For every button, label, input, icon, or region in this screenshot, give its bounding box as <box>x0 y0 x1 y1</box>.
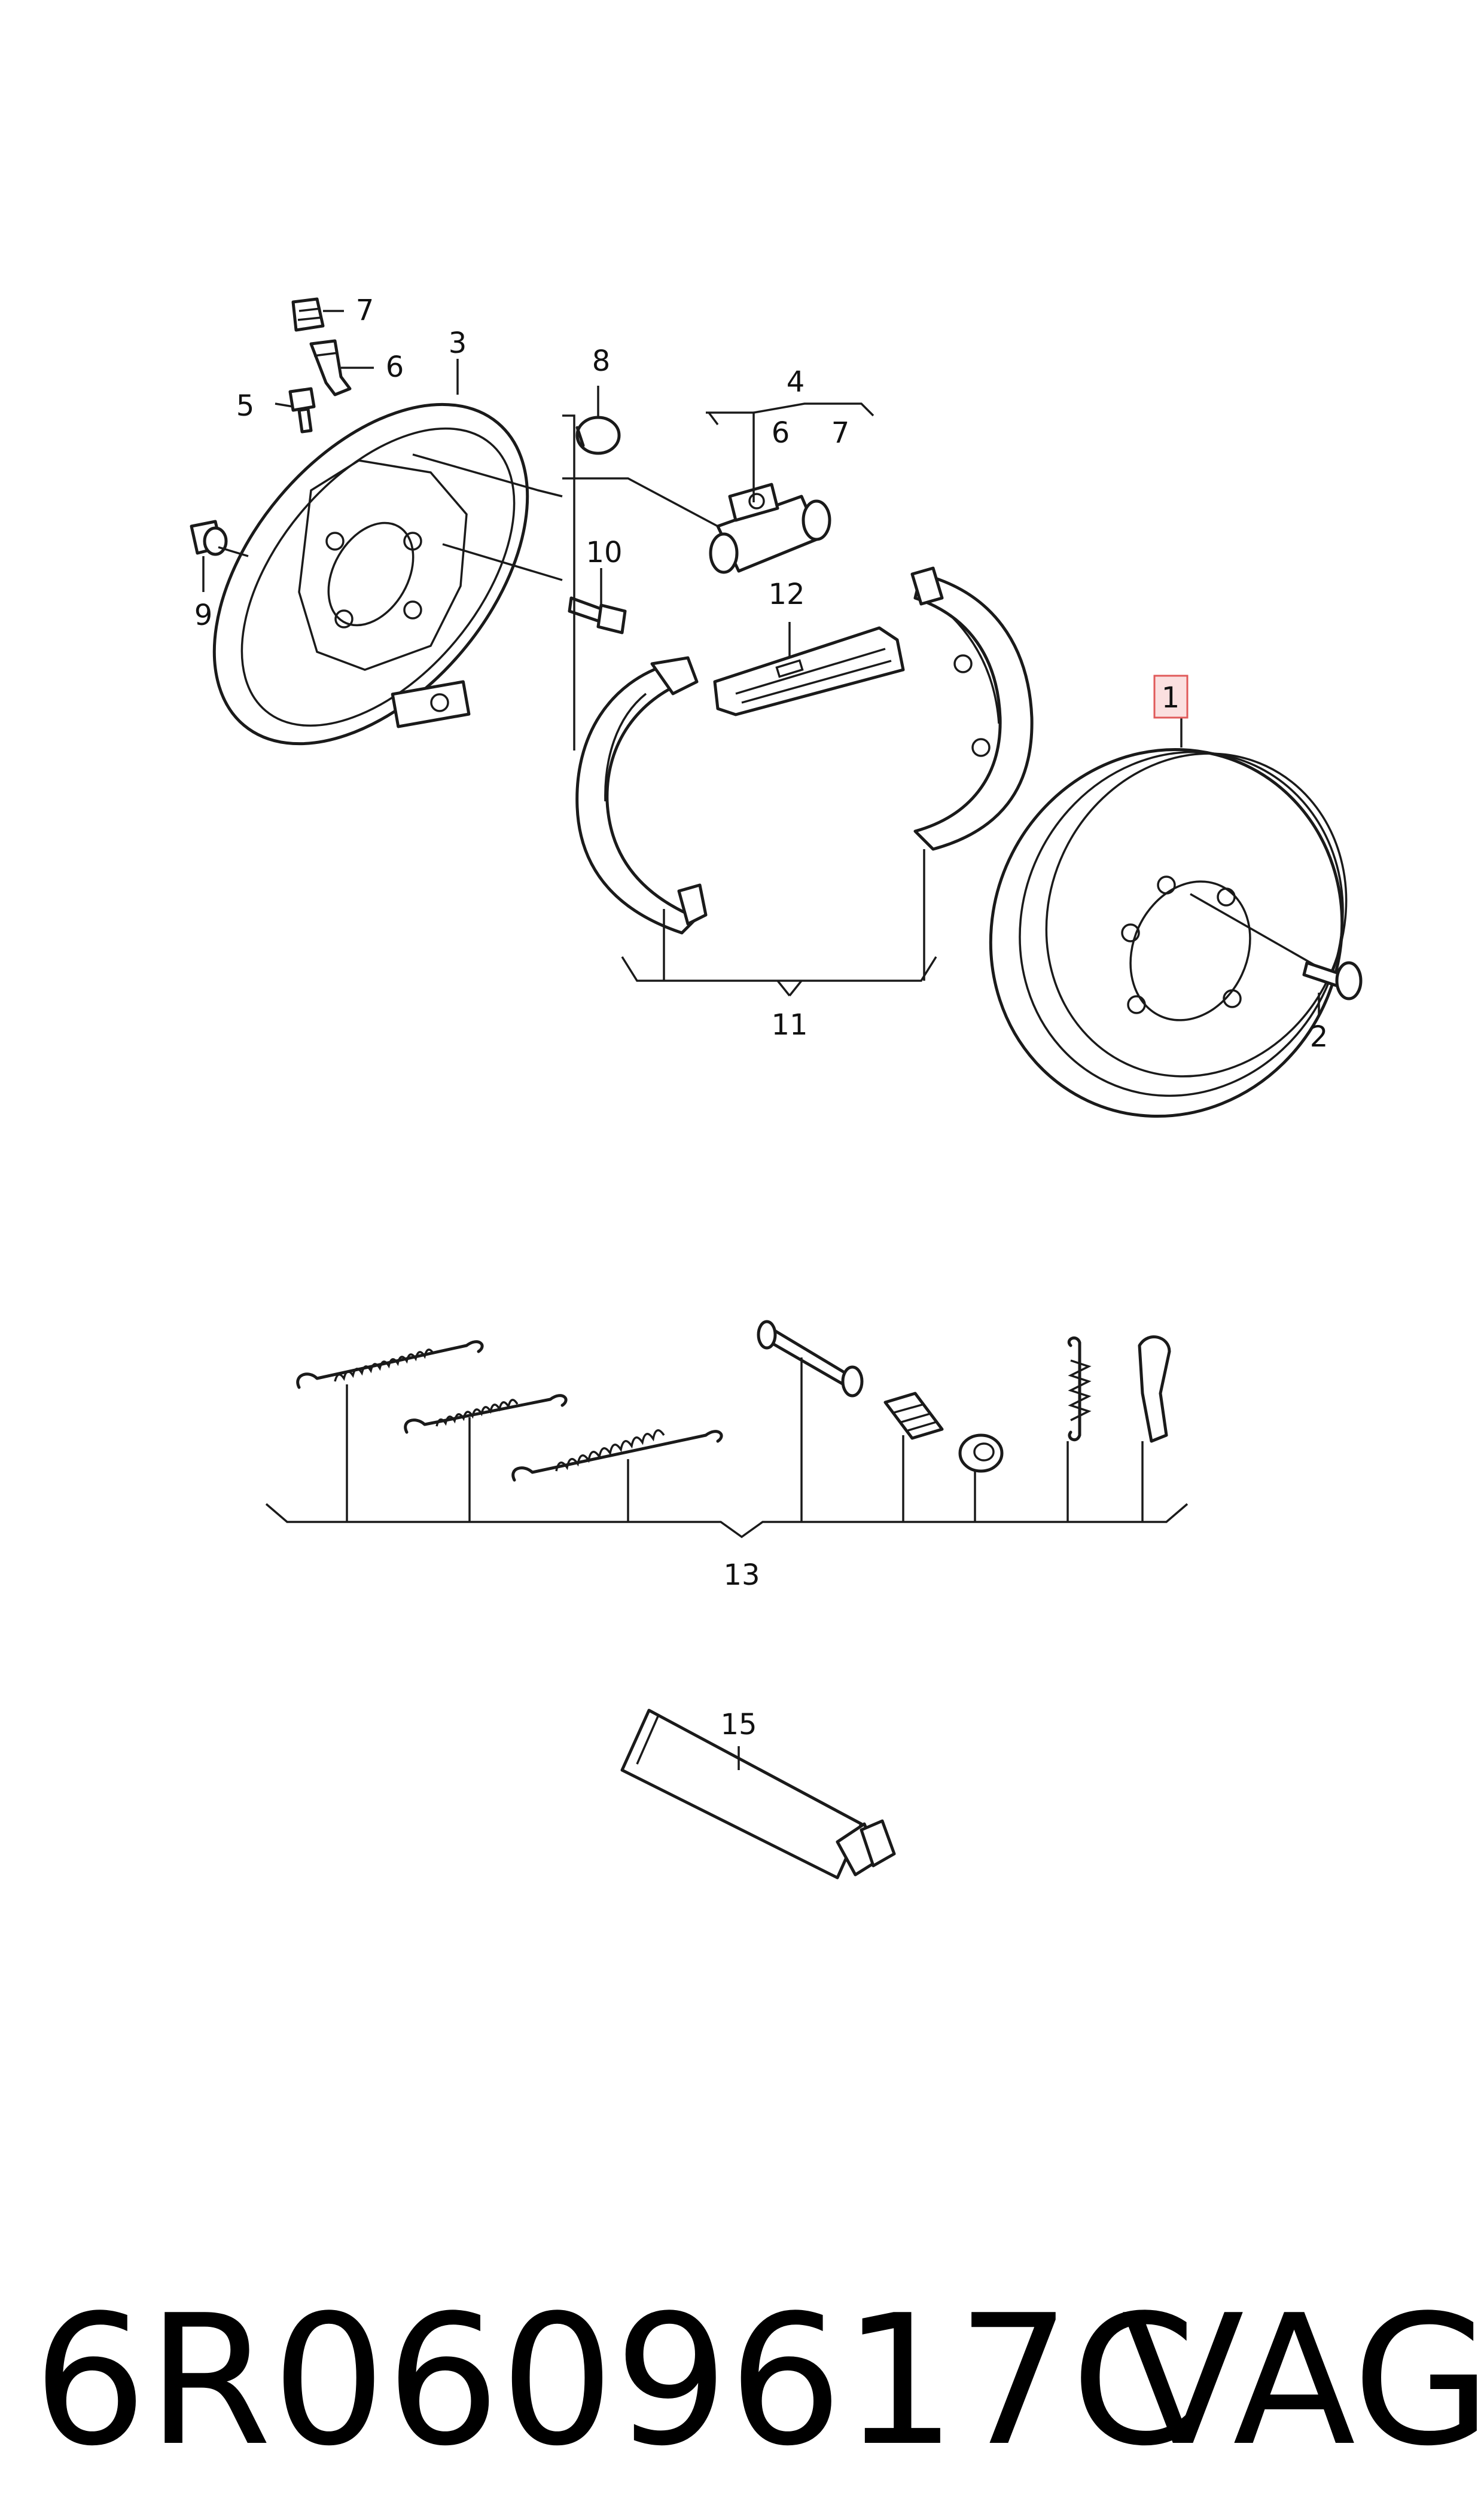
callout-15: 15 <box>720 1708 757 1741</box>
part-number: 6R0609617C <box>33 2277 1196 2485</box>
callout-1: 1 <box>1162 681 1180 715</box>
wheel-cylinder <box>709 483 831 574</box>
callout-8: 8 <box>592 344 611 378</box>
callout-10: 10 <box>586 536 622 569</box>
callout-4: 4 <box>787 365 805 399</box>
hex-bolt <box>288 387 316 434</box>
callout-3: 3 <box>449 327 467 360</box>
mounting-bolt <box>568 596 627 634</box>
rubber-bushing <box>190 520 228 556</box>
bleed-screw-cap <box>291 297 325 332</box>
adjuster-strut <box>713 626 905 716</box>
leader-lines <box>202 310 1320 1770</box>
callout-11: 11 <box>771 1008 807 1042</box>
callout-4-sub-7: 7 <box>831 416 850 450</box>
callout-2: 2 <box>1310 1020 1328 1054</box>
backing-plate <box>212 402 529 746</box>
drum-screw <box>1302 961 1363 1000</box>
adjusting-lever <box>1138 1335 1171 1443</box>
return-spring-2 <box>404 1394 568 1434</box>
grease-tube <box>620 1709 896 1880</box>
callout-12: 12 <box>768 578 805 611</box>
spring-cup <box>958 1433 1004 1473</box>
bleed-valve <box>309 339 352 396</box>
hold-down-spring <box>883 1392 944 1440</box>
callout-1-highlight <box>1153 675 1189 719</box>
callout-7: 7 <box>356 294 374 327</box>
brake-shoe-left <box>575 656 708 935</box>
callout-4-sub-6: 6 <box>772 416 790 450</box>
return-spring-3 <box>511 1429 723 1482</box>
brake-drum <box>989 748 1348 1118</box>
spring-kit <box>296 1320 1171 1482</box>
return-spring-1 <box>296 1340 484 1389</box>
callout-9: 9 <box>194 599 213 632</box>
tension-spring <box>1067 1336 1092 1442</box>
callout-5: 5 <box>236 389 255 423</box>
callout-labels: 1 2 3 4 6 7 5 6 7 8 9 10 11 12 13 15 <box>194 294 1328 1741</box>
brake-shoe-right <box>910 566 1034 851</box>
sealing-plug <box>575 416 621 455</box>
brand-name: VAG <box>1122 2277 1484 2485</box>
callout-6: 6 <box>386 350 404 384</box>
callout-13: 13 <box>723 1558 760 1592</box>
hold-down-pin <box>757 1320 864 1398</box>
